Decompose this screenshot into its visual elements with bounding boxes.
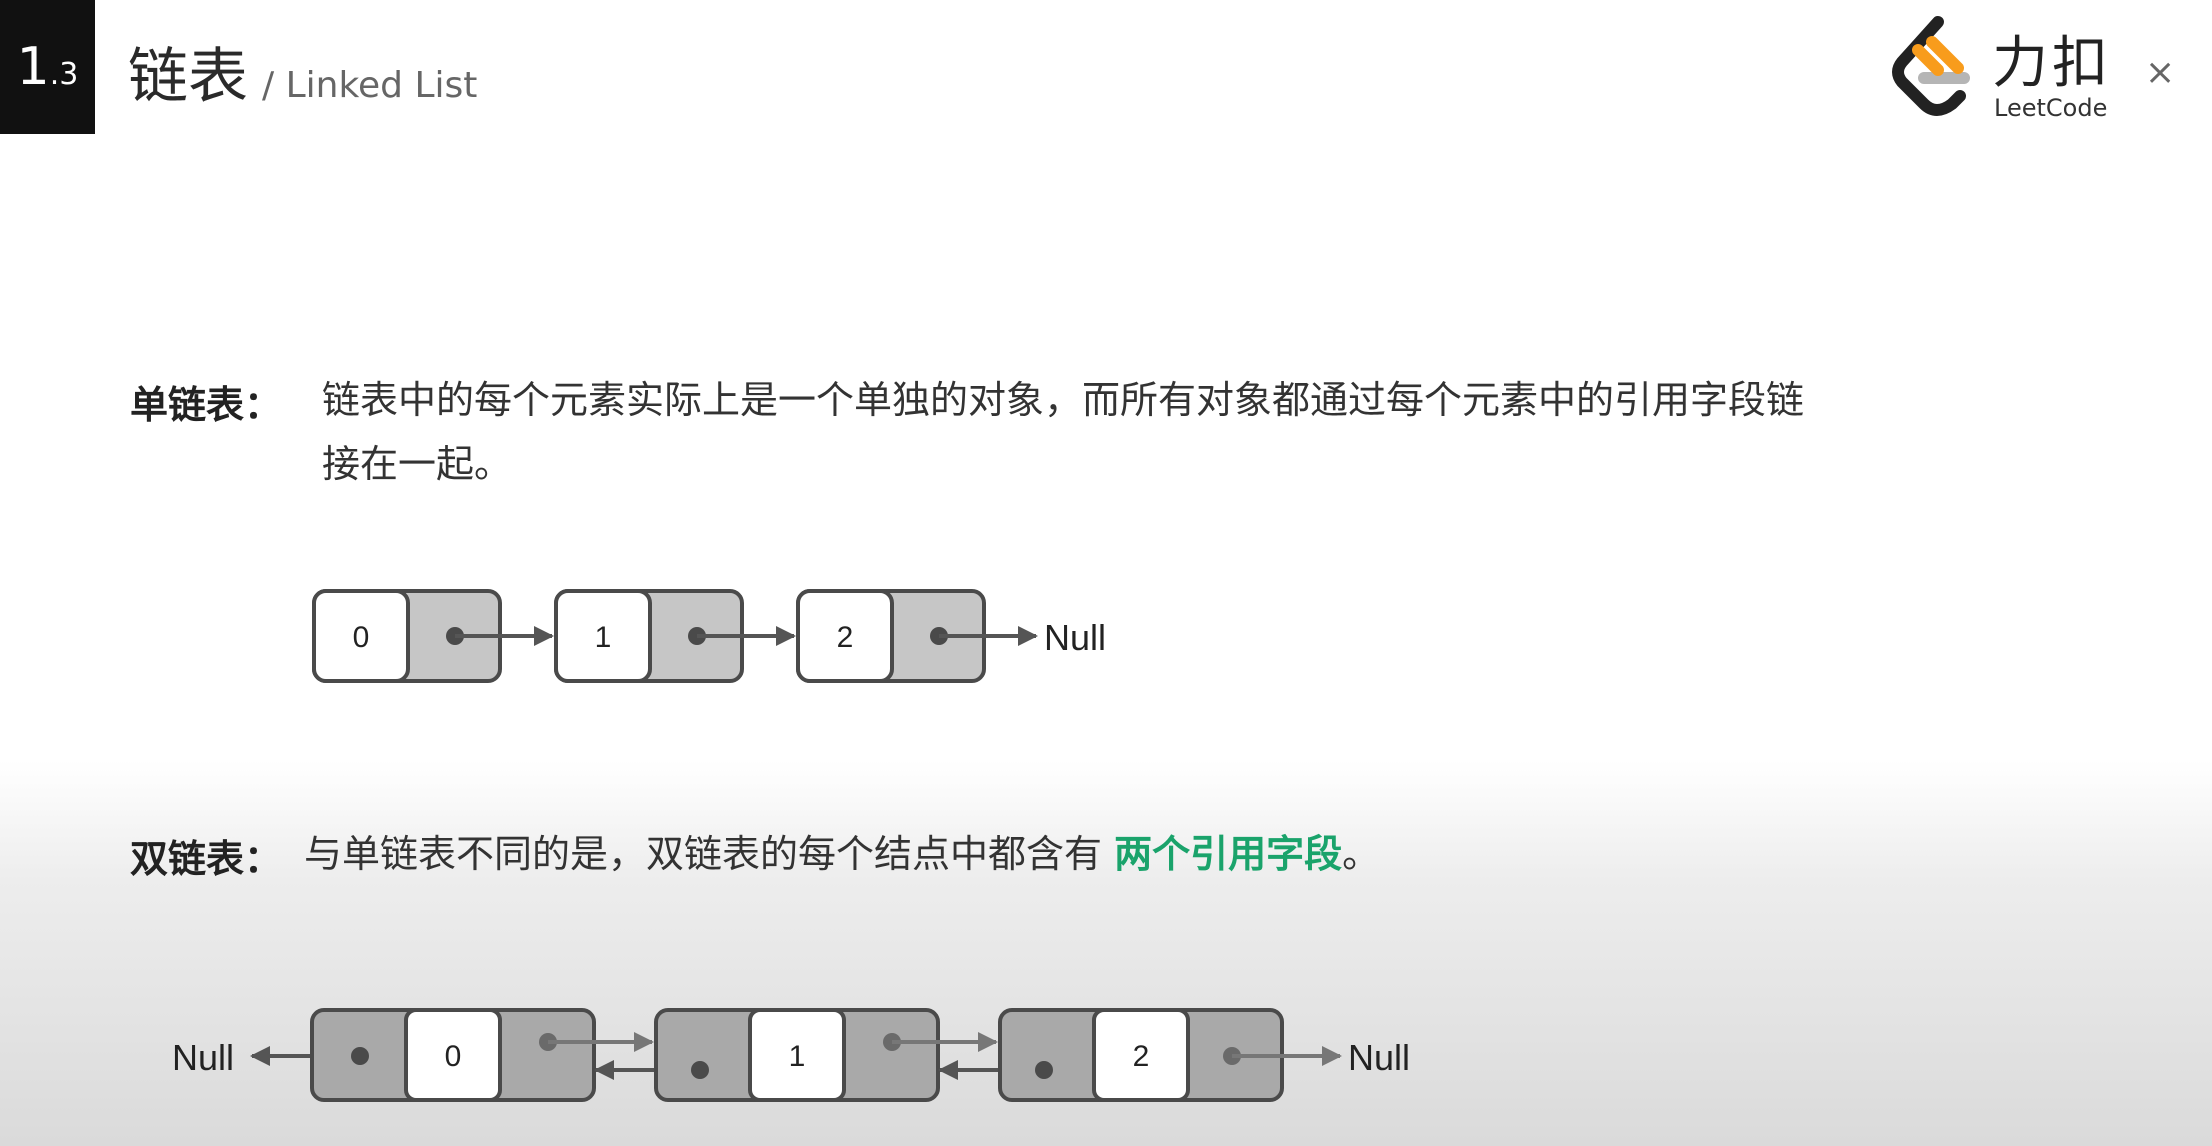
doubly-node-2-value: 2 [1133, 1040, 1150, 1073]
singly-node-0-value: 0 [353, 621, 370, 654]
singly-description: 链表中的每个元素实际上是一个单独的对象，而所有对象都通过每个元素中的引用字段链 … [322, 368, 2182, 496]
logo-english: LeetCode [1994, 94, 2108, 122]
doubly-node-0: 0 [310, 1008, 596, 1102]
close-icon[interactable]: × [2145, 52, 2176, 93]
doubly-node-1: 1 [654, 1008, 940, 1102]
singly-label: 单链表： [130, 383, 283, 427]
singly-description-line1: 链表中的每个元素实际上是一个单独的对象，而所有对象都通过每个元素中的引用字段链 [322, 378, 1805, 422]
singly-null-label: Null [1044, 617, 1106, 658]
doubly-null-start-label: Null [172, 1037, 234, 1078]
section-number-badge: 1.3 [0, 0, 95, 134]
title-chinese: 链表 [128, 42, 248, 112]
section-number: 1 [16, 37, 50, 97]
doubly-description-highlight: 两个引用字段 [1114, 832, 1343, 876]
doubly-node-1-value: 1 [789, 1040, 806, 1073]
doubly-node-2: 2 [998, 1008, 1284, 1102]
logo-chinese: 力扣 [1992, 31, 2112, 96]
singly-node-1: 1 [554, 589, 796, 683]
leetcode-logo: 力扣 LeetCode [1880, 12, 2120, 124]
page-title: 链表 / Linked List [128, 28, 477, 115]
section-subnumber: .3 [49, 56, 79, 92]
leetcode-logo-icon [1892, 16, 1970, 116]
title-english: / Linked List [262, 65, 478, 106]
singly-linked-list: 0 1 2 Null [312, 589, 1106, 683]
doubly-linked-list: Null 0 1 2 Null [172, 1008, 1410, 1102]
singly-description-line2: 接在一起。 [322, 442, 513, 486]
doubly-node-0-value: 0 [445, 1040, 462, 1073]
singly-node-1-value: 1 [595, 621, 612, 654]
singly-node-0: 0 [312, 589, 554, 683]
singly-node-2-value: 2 [837, 621, 854, 654]
doubly-description-suffix: 。 [1342, 832, 1381, 876]
doubly-description-prefix: 与单链表不同的是，双链表的每个结点中都含有 [304, 832, 1115, 876]
doubly-description: 与单链表不同的是，双链表的每个结点中都含有 两个引用字段。 [304, 822, 2164, 886]
doubly-null-end-label: Null [1348, 1037, 1410, 1078]
singly-node-2: 2 [796, 589, 1038, 683]
doubly-label: 双链表： [130, 837, 283, 881]
